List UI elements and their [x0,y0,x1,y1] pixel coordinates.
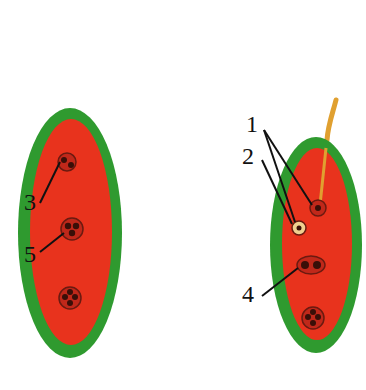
leader-line [262,268,298,296]
callout-number: 1 [246,112,258,136]
integument [18,108,122,358]
embryo-sac [282,148,352,340]
nucleus-group [58,153,83,309]
leader-line [262,160,292,224]
callout-number: 5 [24,242,36,266]
pollen-tube [327,100,336,140]
pollen-tube [320,148,326,205]
leader-line [40,233,64,252]
nucleus-group [292,200,326,329]
callout-number: 3 [24,190,36,214]
leader-line [264,130,312,205]
callout-number: 4 [242,282,254,306]
embryo-sac [30,119,112,345]
integument [270,137,362,353]
callout-number: 2 [242,144,254,168]
leader-line [40,162,60,203]
